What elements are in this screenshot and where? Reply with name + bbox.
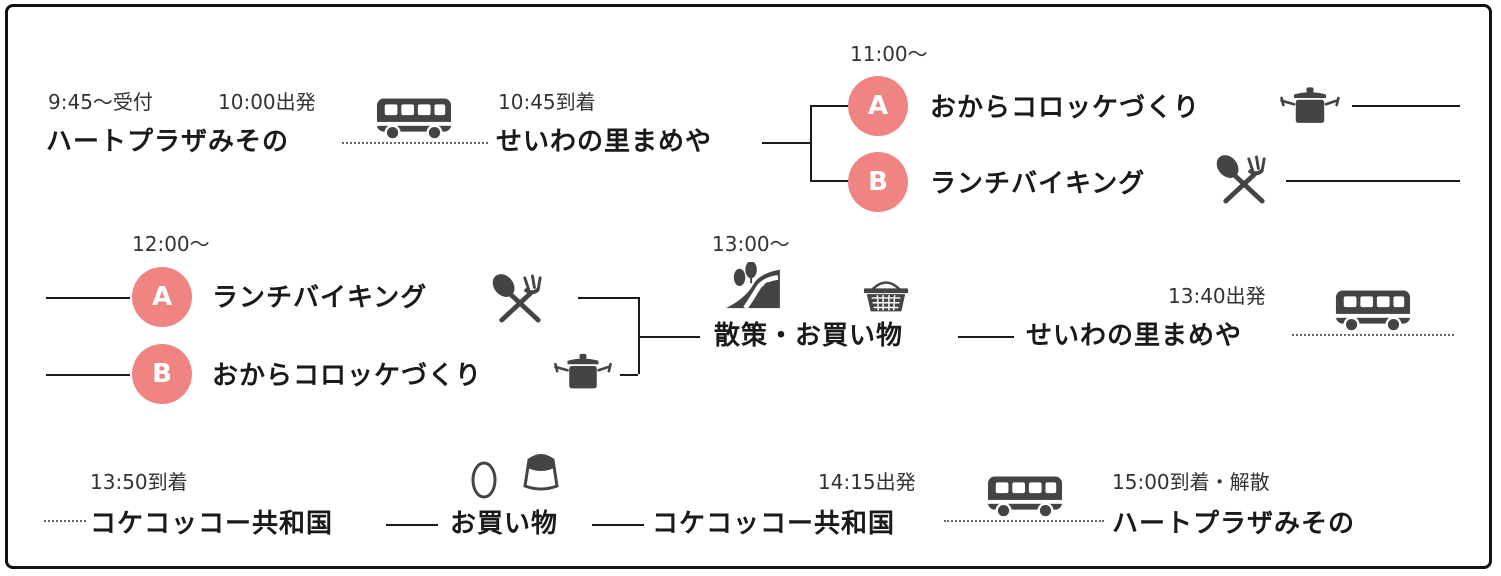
start-reception-time: 9:45〜受付 <box>48 90 153 114</box>
diagram-frame <box>5 4 1492 569</box>
connector-line-3b <box>592 524 644 526</box>
final-arrive-time: 15:00到着・解散 <box>1112 470 1270 494</box>
place-mameya-2: せいわの里まめや <box>1026 321 1243 351</box>
bus-route-line-4 <box>944 520 1104 522</box>
activity-time-1100: 11:00〜 <box>850 42 928 66</box>
depart-place-kokekokko: コケコッコー共和国 <box>652 509 896 539</box>
option-b-badge: B <box>848 152 908 212</box>
pot-icon-2 <box>552 352 614 392</box>
bus-route-line-3 <box>44 520 86 522</box>
spoon-fork-icon <box>1214 155 1272 205</box>
connector-line-3a <box>386 524 438 526</box>
walk-shopping-label: 散策・お買い物 <box>714 321 904 351</box>
walk-trail-icon <box>724 262 782 310</box>
option-a-label: おからコロッケづくり <box>930 93 1201 123</box>
depart-time-1415: 14:15出発 <box>818 470 916 494</box>
arrive-place-mameya: せいわの里まめや <box>496 127 713 157</box>
depart-time-1000: 10:00出発 <box>218 90 316 114</box>
shopping-basket-icon <box>862 278 910 314</box>
option-a-badge-2: A <box>132 267 192 327</box>
merge-line-a <box>578 297 638 299</box>
option-a-label-2: ランチバイキング <box>212 283 428 313</box>
spoon-fork-icon-2 <box>490 274 548 324</box>
pot-icon <box>1278 86 1342 126</box>
pudding-icon <box>523 454 559 491</box>
arrive-time-1045: 10:45到着 <box>498 90 596 114</box>
merge-vertical <box>638 297 640 374</box>
branch-b-stub-1 <box>810 180 850 182</box>
option-b-label: ランチバイキング <box>930 169 1146 199</box>
bus-icon-3 <box>986 474 1064 520</box>
branch-connector-1 <box>762 142 810 144</box>
continue-line-a <box>1352 105 1460 107</box>
continue-line-b <box>1286 180 1460 182</box>
arrive-place-kokekokko: コケコッコー共和国 <box>90 509 334 539</box>
walk-time-1300: 13:00〜 <box>712 232 790 256</box>
option-b-badge-2: B <box>132 344 192 404</box>
bus-route-line-1 <box>342 142 488 144</box>
branch-vertical-1 <box>810 105 812 180</box>
bus-icon <box>375 96 453 142</box>
walk-to-place-line <box>958 336 1014 338</box>
final-place: ハートプラザみその <box>1112 509 1356 539</box>
depart-time-1340: 13:40出発 <box>1168 284 1266 308</box>
merge-line-b <box>620 374 638 376</box>
option-a-badge: A <box>848 76 908 136</box>
bus-route-line-2 <box>1292 334 1454 336</box>
merge-out-line <box>638 336 700 338</box>
branch-a-stub-1 <box>810 105 850 107</box>
bus-icon-2 <box>1334 288 1412 334</box>
incoming-line-b <box>46 374 130 376</box>
egg-icon <box>471 461 497 499</box>
incoming-line-a <box>46 297 130 299</box>
start-place: ハートプラザみその <box>46 127 290 157</box>
arrive-time-1350: 13:50到着 <box>90 470 188 494</box>
activity-time-1200: 12:00〜 <box>132 232 210 256</box>
shopping-label: お買い物 <box>450 509 559 539</box>
option-b-label-2: おからコロッケづくり <box>212 361 483 391</box>
